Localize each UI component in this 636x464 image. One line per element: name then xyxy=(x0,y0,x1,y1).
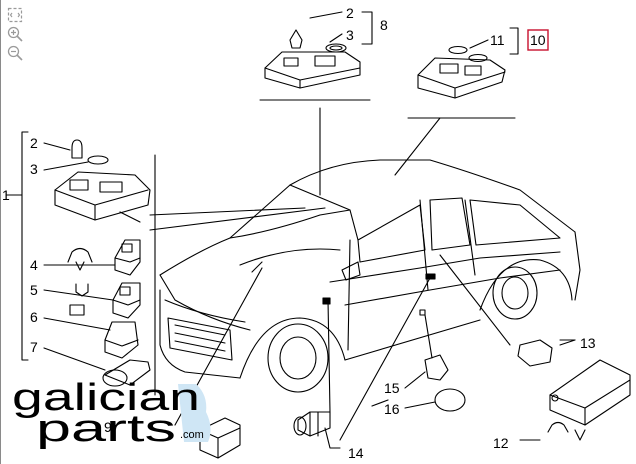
fit-to-screen-icon xyxy=(7,7,23,23)
fit-to-screen-button[interactable] xyxy=(6,6,24,24)
bracket-8 xyxy=(361,11,373,45)
part-6-switch xyxy=(43,304,139,359)
leader-2-top xyxy=(309,11,343,19)
callout-12[interactable]: 12 xyxy=(493,435,509,451)
leader-11 xyxy=(469,39,489,49)
callout-2-top[interactable]: 2 xyxy=(346,5,354,21)
zoom-in-button[interactable] xyxy=(6,25,24,43)
callout-8[interactable]: 8 xyxy=(380,17,388,33)
callout-14[interactable]: 14 xyxy=(348,445,364,461)
watermark-domain: .com xyxy=(180,429,204,441)
callout-16[interactable]: 16 xyxy=(384,401,400,417)
part-8-roof-light xyxy=(264,29,361,89)
watermark-accent-shape xyxy=(178,384,211,442)
left-border xyxy=(0,0,1,464)
callout-7[interactable]: 7 xyxy=(30,339,38,355)
callout-13[interactable]: 13 xyxy=(580,335,596,351)
part-15-switch xyxy=(404,314,449,389)
callout-11[interactable]: 11 xyxy=(490,32,505,48)
leader-3-top xyxy=(329,33,343,43)
callout-6[interactable]: 6 xyxy=(30,309,38,325)
leader-13 xyxy=(559,339,576,346)
callout-4[interactable]: 4 xyxy=(30,257,38,273)
callout-2-left[interactable]: 2 xyxy=(30,135,38,151)
callout-3-left[interactable]: 3 xyxy=(30,161,38,177)
part-4-switch xyxy=(43,239,141,276)
part-7-lens xyxy=(43,347,151,387)
part-10-roof-light xyxy=(417,45,506,99)
watermark-logo: galician parts .com xyxy=(12,377,211,450)
callout-labels: 2 3 8 11 10 1 2 3 4 5 6 7 9 13 12 14 15 … xyxy=(2,5,596,461)
leader-15 xyxy=(371,399,389,407)
callout-15[interactable]: 15 xyxy=(384,380,400,396)
watermark-line-1: galician xyxy=(12,377,200,419)
callout-3-top[interactable]: 3 xyxy=(346,27,354,43)
watermark-line-2: parts xyxy=(36,408,176,450)
highlight-box-10 xyxy=(527,29,549,51)
callout-9[interactable]: 9 xyxy=(104,419,112,435)
zoom-out-icon xyxy=(7,45,23,61)
part-14-boot xyxy=(293,277,431,449)
car-outline xyxy=(159,159,581,393)
part-13-module xyxy=(439,254,631,441)
part-5-switch xyxy=(43,282,141,319)
callout-1[interactable]: 1 xyxy=(2,187,10,203)
part-16-cap xyxy=(404,388,466,412)
part-1-assembly xyxy=(5,131,151,361)
callout-10[interactable]: 10 xyxy=(530,32,546,48)
callout-5[interactable]: 5 xyxy=(30,282,38,298)
zoom-out-button[interactable] xyxy=(6,44,24,62)
roof-light-front-group xyxy=(119,99,516,396)
bracket-10 xyxy=(509,27,519,55)
zoom-in-icon xyxy=(7,26,23,42)
